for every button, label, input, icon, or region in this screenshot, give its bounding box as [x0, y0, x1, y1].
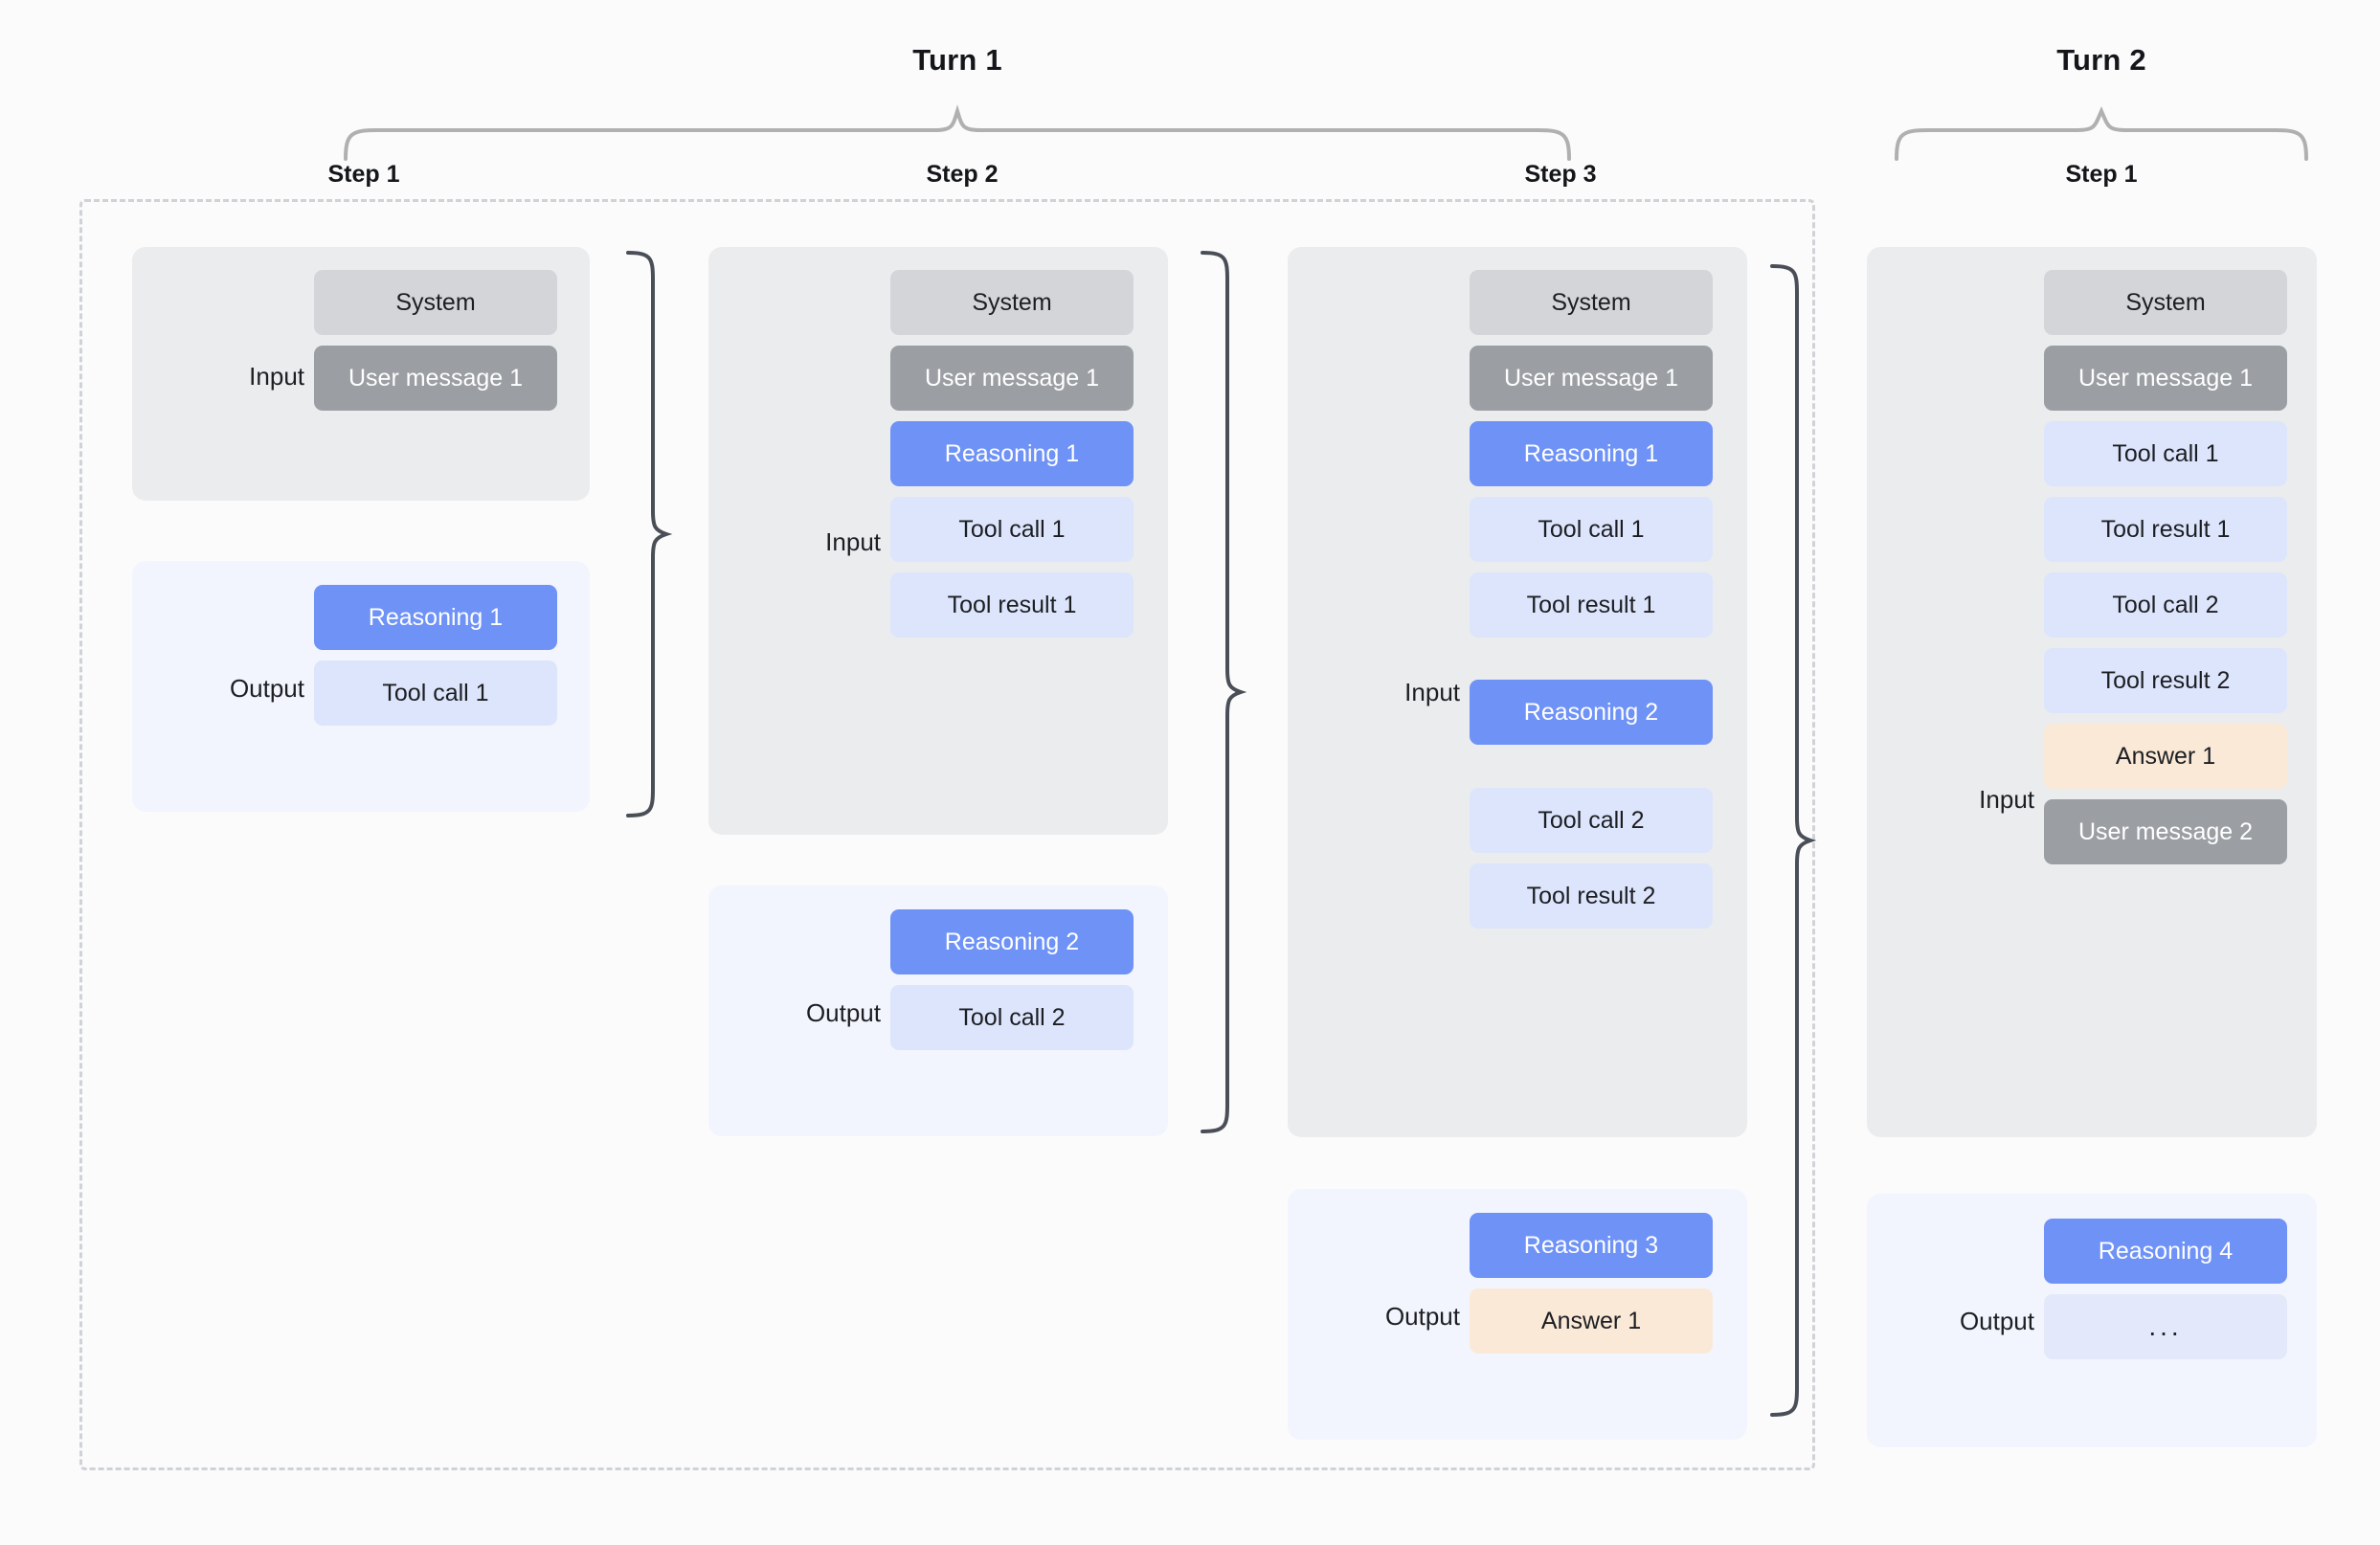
t1s1-output-panel: Output Reasoning 1 Tool call 1: [132, 561, 590, 812]
brace-step1-to-step2: [626, 251, 673, 817]
t1s3-input-block-user-message-1: User message 1: [1470, 346, 1713, 411]
t2s1-input-block-tool-result-2: Tool result 2: [2044, 648, 2287, 713]
t1s3-input-block-tool-result-2: Tool result 2: [1470, 863, 1713, 929]
t1s1-output-block-tool-call-1: Tool call 1: [314, 661, 557, 726]
t1s2-output-block-reasoning-2: Reasoning 2: [890, 909, 1134, 974]
t1s2-input-block-reasoning-1: Reasoning 1: [890, 421, 1134, 486]
t1s3-input-block-tool-call-1: Tool call 1: [1470, 497, 1713, 562]
turn-2-header-brace: [1895, 106, 2308, 161]
turn-1-session-box: [79, 199, 1815, 1470]
t1s1-input-block-system: System: [314, 270, 557, 335]
t1s3-input-block-tool-result-1: Tool result 1: [1470, 572, 1713, 638]
t2s1-input-block-system: System: [2044, 270, 2287, 335]
t1s3-input-label: Input: [1404, 678, 1460, 706]
t1s1-input-panel: Input System User message 1: [132, 247, 590, 501]
t2s1-output-block-ellipsis: ...: [2044, 1294, 2287, 1359]
t1s2-output-label: Output: [805, 998, 881, 1027]
t1s1-input-block-user-message-1: User message 1: [314, 346, 557, 411]
t2s1-output-block-reasoning-4: Reasoning 4: [2044, 1219, 2287, 1284]
t1s1-input-label: Input: [249, 362, 304, 391]
step-title-t1s1: Step 1: [327, 161, 400, 188]
t1s3-input-block-reasoning-1: Reasoning 1: [1470, 421, 1713, 486]
t1s3-output-label: Output: [1384, 1302, 1460, 1331]
t1s3-output-panel: Output Reasoning 3 Answer 1: [1288, 1189, 1747, 1440]
t2s1-input-block-answer-1: Answer 1: [2044, 724, 2287, 789]
t1s2-output-block-tool-call-2: Tool call 2: [890, 985, 1134, 1050]
turn-1-header-brace: [344, 104, 1571, 161]
t2s1-input-panel: Input System User message 1 Tool call 1 …: [1867, 247, 2317, 1137]
brace-turn1-to-turn2: [1770, 264, 1817, 1417]
t1s3-input-block-system: System: [1470, 270, 1713, 335]
t1s3-input-block-tool-call-2: Tool call 2: [1470, 788, 1713, 853]
t1s2-input-block-system: System: [890, 270, 1134, 335]
t2s1-input-block-tool-call-2: Tool call 2: [2044, 572, 2287, 638]
t1s2-output-panel: Output Reasoning 2 Tool call 2: [708, 885, 1168, 1136]
brace-step2-to-step3: [1201, 251, 1247, 1133]
t1s2-input-panel: Input System User message 1 Reasoning 1 …: [708, 247, 1168, 835]
t1s2-input-label: Input: [825, 527, 881, 556]
turn-1-title: Turn 1: [912, 43, 1002, 77]
t1s2-input-block-user-message-1: User message 1: [890, 346, 1134, 411]
t2s1-input-label: Input: [1979, 785, 2034, 814]
t1s3-input-panel: Input System User message 1 Reasoning 1 …: [1288, 247, 1747, 1137]
t1s3-output-block-answer-1: Answer 1: [1470, 1288, 1713, 1354]
t2s1-input-block-user-message-1: User message 1: [2044, 346, 2287, 411]
turn-2-title: Turn 2: [2056, 43, 2146, 77]
t1s1-output-block-reasoning-1: Reasoning 1: [314, 585, 557, 650]
step-title-t2s1: Step 1: [2065, 161, 2138, 188]
t1s2-input-block-tool-call-1: Tool call 1: [890, 497, 1134, 562]
t2s1-output-label: Output: [1959, 1307, 2034, 1335]
t2s1-input-block-user-message-2: User message 2: [2044, 799, 2287, 864]
t1s3-output-block-reasoning-3: Reasoning 3: [1470, 1213, 1713, 1278]
t2s1-input-block-tool-call-1: Tool call 1: [2044, 421, 2287, 486]
t2s1-output-panel: Output Reasoning 4 ...: [1867, 1194, 2317, 1447]
step-title-t1s2: Step 2: [926, 161, 999, 188]
t1s1-output-label: Output: [229, 674, 304, 703]
t1s2-input-block-tool-result-1: Tool result 1: [890, 572, 1134, 638]
step-title-t1s3: Step 3: [1524, 161, 1597, 188]
t1s3-input-block-reasoning-2: Reasoning 2: [1470, 680, 1713, 745]
t2s1-input-block-tool-result-1: Tool result 1: [2044, 497, 2287, 562]
